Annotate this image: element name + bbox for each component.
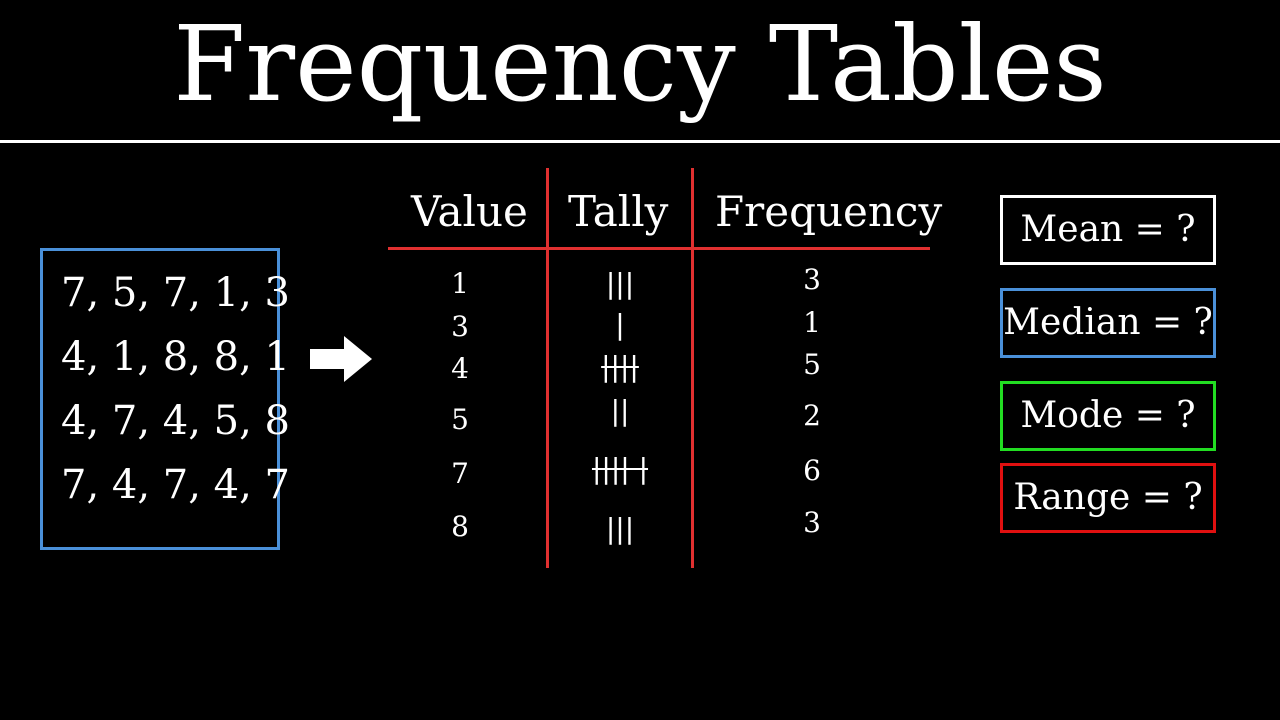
row-6-value: 8 — [451, 510, 469, 543]
row-2-frequency: 1 — [803, 306, 821, 339]
title-divider — [0, 140, 1280, 143]
range-box: Range = ? — [1000, 463, 1216, 533]
median-box: Median = ? — [1000, 288, 1216, 358]
header-value: Value — [411, 187, 528, 236]
row-2-value: 3 — [451, 310, 469, 343]
data-row-4: 7, 4, 7, 4, 7 — [61, 462, 290, 508]
page-title: Frequency Tables — [173, 3, 1107, 125]
table-header-rule — [388, 247, 930, 250]
row-6-tally: ||| — [605, 512, 635, 545]
row-5-frequency: 6 — [803, 454, 821, 487]
arrow-shaft — [310, 349, 346, 369]
data-row-2: 4, 1, 8, 8, 1 — [61, 334, 290, 380]
data-row-3: 4, 7, 4, 5, 8 — [61, 398, 290, 444]
table-column-divider-2 — [691, 168, 694, 568]
mean-box: Mean = ? — [1000, 195, 1216, 265]
header-frequency: Frequency — [715, 187, 943, 236]
mode-box: Mode = ? — [1000, 381, 1216, 451]
row-1-frequency: 3 — [803, 263, 821, 296]
row-1-value: 1 — [451, 267, 469, 300]
row-5-value: 7 — [451, 457, 469, 490]
row-3-frequency: 5 — [803, 348, 821, 381]
row-4-value: 5 — [451, 403, 469, 436]
row-3-value: 4 — [451, 352, 469, 385]
row-1-tally: ||| — [605, 267, 635, 300]
table-column-divider-1 — [546, 168, 549, 568]
header-tally: Tally — [568, 187, 669, 236]
row-4-frequency: 2 — [803, 399, 821, 432]
row-3-tally: |||| — [601, 350, 639, 383]
data-set-box: 7, 5, 7, 1, 3 4, 1, 8, 8, 1 4, 7, 4, 5, … — [40, 248, 290, 550]
row-5-tally: |||| | — [591, 452, 649, 485]
row-2-tally: | — [615, 308, 625, 341]
data-row-1: 7, 5, 7, 1, 3 — [61, 270, 290, 316]
arrow-head — [344, 336, 372, 382]
row-6-frequency: 3 — [803, 506, 821, 539]
row-4-tally: || — [610, 394, 630, 427]
